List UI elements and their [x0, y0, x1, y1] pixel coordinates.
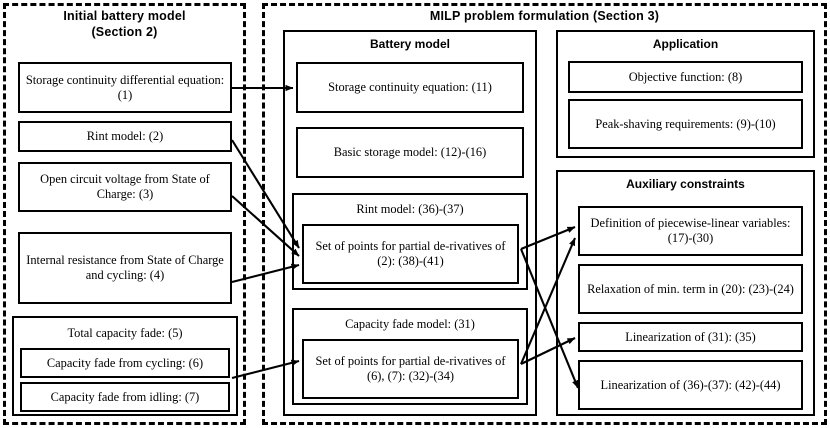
box-peak-shaving-requirements[interactable]: Peak-shaving requirements: (9)-(10) — [568, 99, 803, 149]
box-capacity-fade-from-idling[interactable]: Capacity fade from idling: (7) — [20, 382, 230, 412]
box-storage-continuity-differential-equation[interactable]: Storage continuity differential equation… — [18, 62, 232, 113]
box-relaxation-min-term[interactable]: Relaxation of min. term in (20): (23)-(2… — [578, 264, 803, 314]
box-total-capacity-fade: Total capacity fade: (5) — [20, 320, 230, 346]
box-rint-model[interactable]: Rint model: (2) — [18, 121, 232, 152]
box-objective-function[interactable]: Objective function: (8) — [568, 61, 803, 93]
box-internal-resistance[interactable]: Internal resistance from State of Charge… — [18, 232, 232, 304]
box-definition-piecewise-linear-variables[interactable]: Definition of piecewise-linear variables… — [578, 206, 803, 256]
group-auxiliary-constraints-title: Auxiliary constraints — [626, 177, 745, 191]
group-initial-battery-model-title-line2: (Section 2) — [91, 25, 158, 39]
box-basic-storage-model[interactable]: Basic storage model: (12)-(16) — [296, 127, 524, 178]
box-set-of-points-partial-derivatives-of-2[interactable]: Set of points for partial de-rivatives o… — [302, 224, 519, 284]
group-application-title: Application — [652, 37, 719, 51]
box-rint-model-36-37: Rint model: (36)-(37) — [298, 197, 522, 221]
box-linearization-of-36-37[interactable]: Linearization of (36)-(37): (42)-(44) — [578, 360, 803, 410]
box-set-of-points-partial-derivatives-of-6-7[interactable]: Set of points for partial de-rivatives o… — [302, 339, 519, 399]
box-storage-continuity-equation-11[interactable]: Storage continuity equation: (11) — [296, 62, 524, 113]
group-milp-problem-formulation-title: MILP problem formulation (Section 3) — [429, 9, 660, 23]
box-linearization-of-31[interactable]: Linearization of (31): (35) — [578, 322, 803, 352]
box-open-circuit-voltage[interactable]: Open circuit voltage from State of Charg… — [18, 162, 232, 212]
group-initial-battery-model-title-line1: Initial battery model — [63, 9, 186, 23]
group-battery-model-title: Battery model — [369, 37, 451, 51]
box-capacity-fade-from-cycling[interactable]: Capacity fade from cycling: (6) — [20, 348, 230, 378]
box-capacity-fade-model-31: Capacity fade model: (31) — [298, 312, 522, 336]
